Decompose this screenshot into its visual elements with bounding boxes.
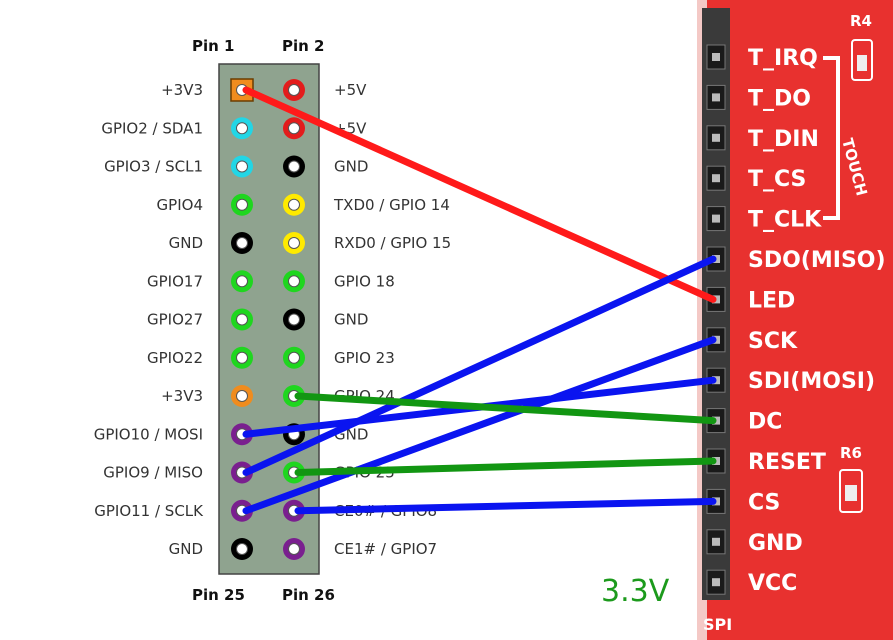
wire-blue-6 (294, 497, 717, 515)
module-label-sdi-mosi: SDI(MOSI) (748, 369, 875, 394)
left-pin-label-gnd: GND (169, 540, 203, 558)
right-pin-label-txd0-gpio-14: TXD0 / GPIO 14 (333, 196, 450, 214)
module-label-t-din: T_DIN (748, 127, 819, 152)
left-pin-hole-12 (236, 543, 248, 555)
module-pin-contact-t-clk (712, 214, 720, 223)
right-pin-hole-4 (288, 237, 300, 249)
tft-module: T_IRQ T_DO T_DIN T_CS T_CLK SDO(MISO) LED SCK SD… (697, 0, 893, 640)
left-pin-hole-1 (236, 122, 248, 135)
left-pin-label-gpio9-miso: GPIO9 / MISO (103, 464, 203, 482)
resistor-r6 (845, 485, 857, 501)
module-pin-contact-gnd (712, 537, 720, 546)
left-pin-hole-3 (236, 198, 248, 211)
right-pin-hole-3 (288, 198, 300, 211)
wire-blue-2 (242, 255, 717, 476)
left-pin-label-gpio4: GPIO4 (157, 196, 203, 214)
module-label-led: LED (748, 288, 795, 313)
voltage-note: 3.3V (601, 574, 670, 609)
module-label-t-irq: T_IRQ (748, 46, 818, 71)
module-label-t-cs: T_CS (748, 167, 806, 192)
left-pin-hole-4 (236, 237, 248, 249)
module-label-cs: CS (748, 490, 780, 515)
left-pin-label-gnd: GND (169, 234, 203, 252)
right-pin-label-rxd0-gpio-15: RXD0 / GPIO 15 (334, 234, 451, 252)
module-label-vcc: VCC (748, 571, 797, 596)
module-label-gnd: GND (748, 531, 803, 556)
right-pin-label-gnd: GND (334, 158, 368, 176)
left-pin-label-gpio11-sclk: GPIO11 / SCLK (94, 502, 204, 520)
left-pin-label-gpio27: GPIO27 (147, 311, 203, 329)
left-pin-label-3v3: +3V3 (161, 387, 203, 405)
pin2-label: Pin 2 (282, 37, 324, 55)
module-pin-contact-t-irq (712, 53, 720, 61)
left-pin-hole-2 (236, 160, 248, 173)
left-pin-label-gpio3-scl1: GPIO3 / SCL1 (104, 158, 203, 176)
left-pin-hole-6 (236, 313, 248, 326)
touch-bracket (823, 56, 840, 220)
right-pin-hole-7 (288, 351, 300, 364)
module-label-reset: RESET (748, 450, 826, 475)
right-pin-hole-1 (288, 122, 300, 135)
right-pin-label-gnd: GND (334, 311, 368, 329)
right-pin-hole-12 (288, 543, 300, 555)
header-pins (230, 78, 305, 560)
resistor-r6-label: R6 (840, 444, 862, 462)
pin26-label: Pin 26 (282, 586, 335, 604)
right-pin-hole-5 (288, 275, 300, 288)
left-pin-hole-7 (236, 351, 248, 364)
right-pin-hole-6 (288, 313, 300, 326)
left-pin-label-gpio22: GPIO22 (147, 349, 203, 367)
pin25-label: Pin 25 (192, 586, 245, 604)
module-pins (706, 44, 726, 595)
module-labels: T_IRQ T_DO T_DIN T_CS T_CLK SDO(MISO) LED SCK SD… (748, 46, 886, 596)
left-pin-label-gpio17: GPIO17 (147, 272, 203, 290)
module-label-dc: DC (748, 410, 782, 435)
wire-red-0 (242, 86, 717, 303)
resistor-r4-label: R4 (850, 12, 872, 30)
wire-green-4 (294, 392, 717, 425)
left-pin-hole-5 (236, 275, 248, 288)
module-label-sck: SCK (748, 329, 798, 354)
module-pin-contact-t-cs (712, 174, 720, 183)
left-pin-label-3v3: +3V3 (161, 81, 203, 99)
right-pin-hole-2 (288, 160, 300, 173)
module-pin-contact-vcc (712, 578, 720, 587)
right-pin-hole-0 (288, 84, 300, 96)
module-label-sdo-miso: SDO(MISO) (748, 248, 886, 273)
left-pin-label-gpio2-sda1: GPIO2 / SDA1 (101, 119, 203, 137)
left-pin-hole-8 (236, 390, 248, 402)
wire-green-5 (294, 457, 717, 476)
resistor-r6-outline (839, 469, 863, 513)
pin1-label: Pin 1 (192, 37, 234, 55)
wires (242, 86, 717, 515)
right-pin-label-ce1-gpio7: CE1# / GPIO7 (334, 540, 437, 558)
resistor-r4-outline (851, 39, 873, 81)
left-pin-label-gpio10-mosi: GPIO10 / MOSI (94, 425, 203, 443)
module-pin-contact-t-do (712, 93, 720, 102)
spi-label: SPI (703, 615, 732, 634)
module-label-t-do: T_DO (748, 86, 811, 111)
right-pin-label-gpio-18: GPIO 18 (334, 272, 395, 290)
resistor-r4 (857, 55, 867, 71)
right-pin-label-5v: +5V (334, 81, 367, 99)
right-pin-label-gpio-23: GPIO 23 (334, 349, 395, 367)
module-pin-contact-t-din (712, 133, 720, 142)
module-label-t-clk: T_CLK (748, 208, 822, 233)
wire-blue-3 (242, 336, 717, 515)
